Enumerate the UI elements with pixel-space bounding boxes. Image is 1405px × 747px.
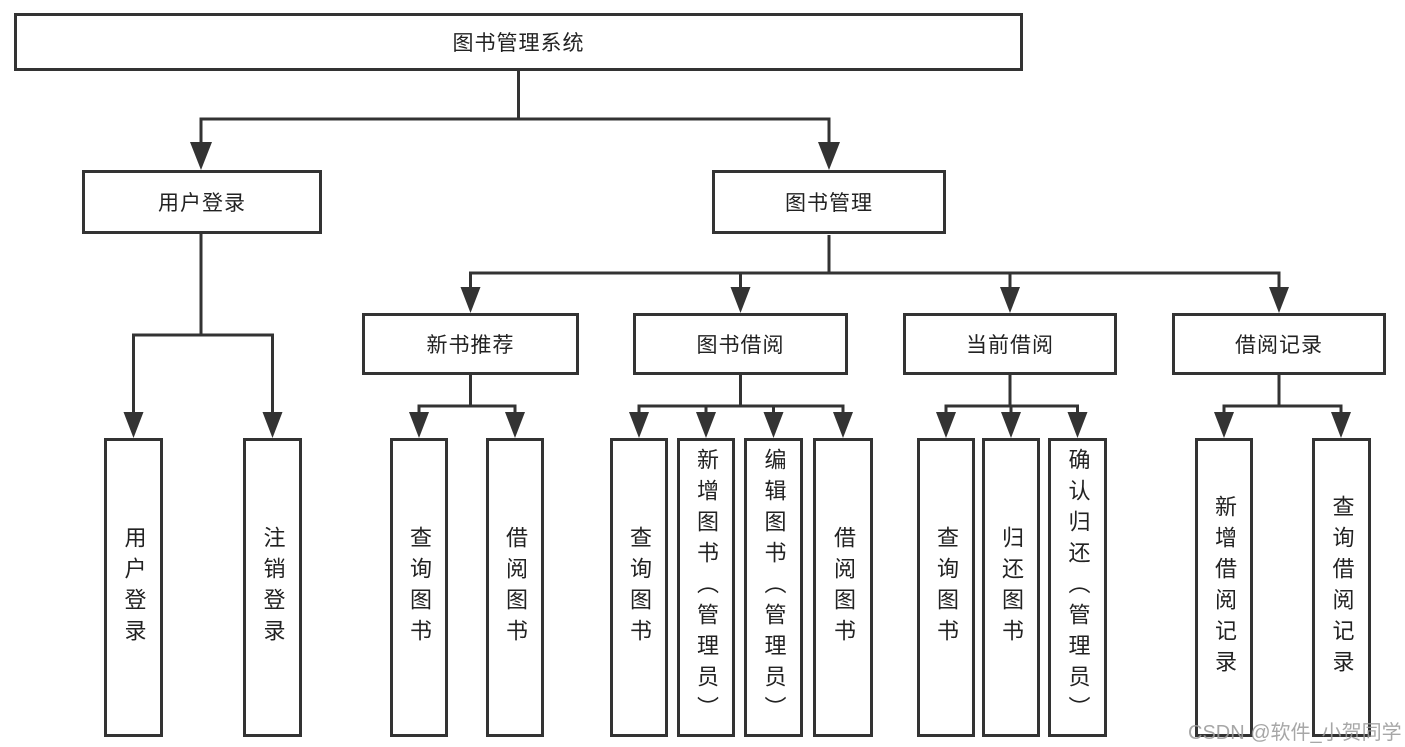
leaf-record-query-record: 查询借阅记录 bbox=[1312, 438, 1371, 737]
leaf-newbook-borrow-book: 借阅图书 bbox=[486, 438, 544, 737]
arrowhead-borrow-query bbox=[629, 412, 649, 438]
connector-book-borrow-branch bbox=[637, 404, 845, 416]
arrowhead-book-management bbox=[818, 142, 840, 170]
arrowhead-record-query bbox=[1331, 412, 1351, 438]
watermark: CSDN @软件_小贺同学 bbox=[1188, 722, 1402, 744]
arrowhead-borrow-edit bbox=[763, 412, 784, 438]
connector-level2-branch bbox=[199, 117, 831, 146]
arrowhead-user-login bbox=[190, 142, 212, 170]
node-current-borrowing-label: 当前借阅 bbox=[966, 334, 1054, 357]
arrowhead-current-borrow bbox=[1000, 287, 1020, 313]
arrowhead-borrow-borrow bbox=[833, 412, 853, 438]
leaf-borrow-borrow-book: 借阅图书 bbox=[813, 438, 873, 737]
leaf-borrow-add-book-admin: 新增图书（管理员） bbox=[677, 438, 735, 737]
leaf-logout: 注销登录 bbox=[243, 438, 302, 737]
leaf-record-query-record-label: 查询借阅记录 bbox=[1329, 494, 1355, 681]
node-new-book-recommendation-label: 新书推荐 bbox=[426, 334, 515, 357]
leaf-current-query-book: 查询图书 bbox=[917, 438, 975, 737]
node-borrowing-records: 借阅记录 bbox=[1172, 313, 1386, 375]
leaf-borrow-query-book-label: 查询图书 bbox=[627, 525, 652, 650]
arrowhead-current-confirm bbox=[1067, 412, 1088, 438]
leaf-user-login-label: 用户登录 bbox=[121, 525, 147, 650]
arrowhead-leaf-logout bbox=[262, 412, 283, 438]
node-user-login-label: 用户登录 bbox=[158, 192, 246, 215]
arrowhead-new-book bbox=[460, 287, 481, 313]
node-book-management-label: 图书管理 bbox=[785, 192, 873, 215]
leaf-current-confirm-return-admin: 确认归还（管理员） bbox=[1048, 438, 1107, 737]
leaf-current-query-book-label: 查询图书 bbox=[934, 525, 959, 650]
leaf-logout-label: 注销登录 bbox=[260, 525, 286, 650]
leaf-record-add-record: 新增借阅记录 bbox=[1195, 438, 1253, 737]
node-new-book-recommendation: 新书推荐 bbox=[362, 313, 579, 375]
node-root-label: 图书管理系统 bbox=[452, 32, 585, 55]
connector-borrow-record-branch bbox=[1222, 404, 1343, 416]
leaf-borrow-edit-book-admin: 编辑图书（管理员） bbox=[744, 438, 803, 737]
connector-new-book-branch bbox=[417, 404, 517, 416]
node-user-login: 用户登录 bbox=[82, 170, 322, 234]
arrowhead-newbook-borrow bbox=[505, 412, 525, 438]
node-current-borrowing: 当前借阅 bbox=[903, 313, 1117, 375]
node-book-borrowing: 图书借阅 bbox=[633, 313, 848, 375]
leaf-newbook-borrow-book-label: 借阅图书 bbox=[503, 525, 528, 650]
leaf-current-confirm-return-admin-label: 确认归还（管理员） bbox=[1065, 448, 1091, 727]
arrowhead-record-add bbox=[1214, 412, 1234, 438]
leaf-current-return-book-label: 归还图书 bbox=[999, 525, 1024, 650]
arrowhead-current-query bbox=[936, 412, 956, 438]
leaf-current-return-book: 归还图书 bbox=[982, 438, 1040, 737]
leaf-newbook-query-book: 查询图书 bbox=[390, 438, 448, 737]
connector-level3-branch bbox=[469, 271, 1281, 290]
arrowhead-borrow-record bbox=[1269, 287, 1289, 313]
leaf-borrow-add-book-admin-label: 新增图书（管理员） bbox=[694, 448, 719, 727]
connector-user-login-branch bbox=[132, 333, 274, 416]
leaf-record-add-record-label: 新增借阅记录 bbox=[1212, 494, 1237, 681]
arrowhead-book-borrow bbox=[730, 287, 751, 313]
arrowhead-newbook-query bbox=[409, 412, 429, 438]
leaf-newbook-query-book-label: 查询图书 bbox=[407, 525, 432, 650]
leaf-user-login: 用户登录 bbox=[104, 438, 163, 737]
arrowhead-borrow-add bbox=[696, 412, 716, 438]
node-book-borrowing-label: 图书借阅 bbox=[696, 334, 785, 357]
leaf-borrow-edit-book-admin-label: 编辑图书（管理员） bbox=[761, 448, 787, 727]
arrowhead-leaf-login bbox=[123, 412, 144, 438]
node-borrowing-records-label: 借阅记录 bbox=[1235, 334, 1323, 357]
leaf-borrow-borrow-book-label: 借阅图书 bbox=[831, 525, 856, 650]
leaf-borrow-query-book: 查询图书 bbox=[610, 438, 668, 737]
node-root: 图书管理系统 bbox=[14, 13, 1023, 71]
arrowhead-current-return bbox=[1001, 412, 1021, 438]
node-book-management: 图书管理 bbox=[712, 170, 946, 234]
